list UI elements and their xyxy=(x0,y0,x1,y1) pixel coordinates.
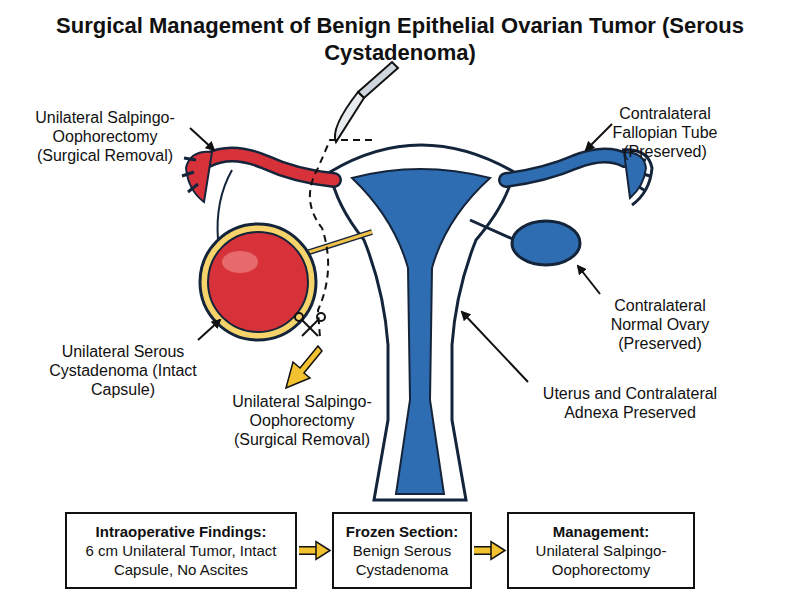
box-heading: Frozen Section: xyxy=(342,522,462,541)
box-body: 6 cm Unilateral Tumor, Intact Capsule, N… xyxy=(75,541,287,579)
box-heading: Management: xyxy=(517,522,685,541)
callout-label: Unilateral Salpingo-Oophorectomy (Surgic… xyxy=(20,108,190,165)
ovarian-ligament xyxy=(300,232,372,255)
box-body: Unilateral Salpingo-Oophorectomy xyxy=(517,541,685,579)
box-heading: Intraoperative Findings: xyxy=(75,522,287,541)
callout-label: Uterus and Contralateral Adnexa Preserve… xyxy=(515,384,745,422)
process-box: Frozen Section:Benign Serous Cystadenoma xyxy=(332,512,472,589)
fimbriae xyxy=(182,158,198,192)
normal-ovary xyxy=(512,221,580,265)
leader-line xyxy=(578,266,600,294)
flow-arrow xyxy=(474,542,505,560)
callout-label: Unilateral Serous Cystadenoma (Intact Ca… xyxy=(48,342,198,399)
callout-label: Unilateral Salpingo-Oophorectomy (Surgic… xyxy=(232,392,372,449)
scissors xyxy=(295,313,325,336)
process-box: Intraoperative Findings:6 cm Unilateral … xyxy=(65,512,297,589)
callout-label: Contralateral Fallopian Tube (Preserved) xyxy=(600,104,730,161)
removed-tube xyxy=(208,154,334,180)
box-body: Benign Serous Cystadenoma xyxy=(342,541,462,579)
mesosalpinx xyxy=(218,170,232,240)
serous-cystadenoma xyxy=(208,232,308,332)
leader-line xyxy=(190,128,214,150)
process-box: Management:Unilateral Salpingo-Oophorect… xyxy=(507,512,695,589)
flow-arrow xyxy=(299,542,330,560)
leader-line xyxy=(586,124,612,150)
diagram-title: Surgical Management of Benign Epithelial… xyxy=(20,12,780,66)
ovarian-ligament xyxy=(300,232,372,255)
removal-arrow xyxy=(286,346,322,388)
callout-label: Contralateral Normal Ovary (Preserved) xyxy=(598,296,722,353)
uterine-cavity xyxy=(352,169,490,494)
scalpel xyxy=(335,62,398,142)
resection-line xyxy=(310,140,372,338)
removed-tube xyxy=(208,154,334,180)
leader-line xyxy=(198,320,220,340)
fallopian-tube xyxy=(506,155,625,180)
leader-line xyxy=(462,312,528,382)
highlight xyxy=(222,251,258,273)
fallopian-tube xyxy=(506,155,625,180)
ovarian-ligament xyxy=(470,220,515,240)
